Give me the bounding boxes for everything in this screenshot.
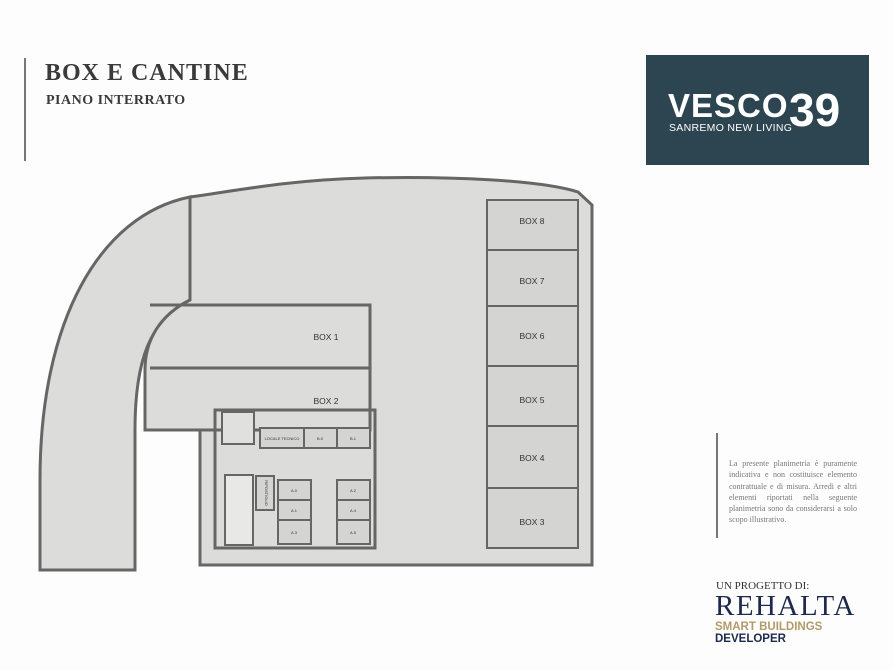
- technical-room-label: LOCALE TECNICO: [265, 436, 300, 441]
- cellar-label: A.1: [291, 508, 298, 513]
- cellar-label: B.0: [317, 436, 324, 441]
- box-1-label: BOX 1: [313, 332, 338, 342]
- project-intro: UN PROGETTO DI:: [716, 580, 810, 592]
- logo-tagline: SANREMO NEW LIVING: [669, 122, 793, 134]
- disclaimer-text: La presente planimetria è puramente indi…: [729, 459, 857, 525]
- developer-logo: REHALTA: [715, 590, 856, 622]
- tagline-a: SMART BUILDINGS: [715, 621, 823, 633]
- logo-name: VESCO: [668, 87, 789, 124]
- box-4-label: BOX 4: [519, 453, 544, 463]
- page-subtitle: PIANO INTERRATO: [46, 93, 186, 108]
- box-2-label: BOX 2: [313, 396, 338, 406]
- logo-number: 39: [789, 84, 841, 136]
- cellar-label: A.0: [291, 488, 298, 493]
- box-7-label: BOX 7: [519, 276, 544, 286]
- box-6-label: BOX 6: [519, 331, 544, 341]
- cellar-label: A.5: [350, 530, 357, 535]
- tagline-b: DEVELOPER: [715, 633, 786, 645]
- box-5-label: BOX 5: [519, 395, 544, 405]
- storage-label: RIPOSTIGLIO: [264, 480, 269, 506]
- divider: [24, 58, 26, 161]
- box-3-label: BOX 3: [519, 517, 544, 527]
- vesco-logo: VESCO 39 SANREMO NEW LIVING: [646, 55, 869, 165]
- box-8-label: BOX 8: [519, 216, 544, 226]
- page-title: BOX E CANTINE: [45, 60, 249, 86]
- cellar-label: A.4: [350, 508, 357, 513]
- divider: [716, 433, 718, 538]
- cellar-label: A.3: [291, 530, 298, 535]
- cellar-label: B.1: [350, 436, 357, 441]
- developer-tagline: SMART BUILDINGS DEVELOPER: [715, 621, 893, 645]
- cellar-label: A.2: [350, 488, 357, 493]
